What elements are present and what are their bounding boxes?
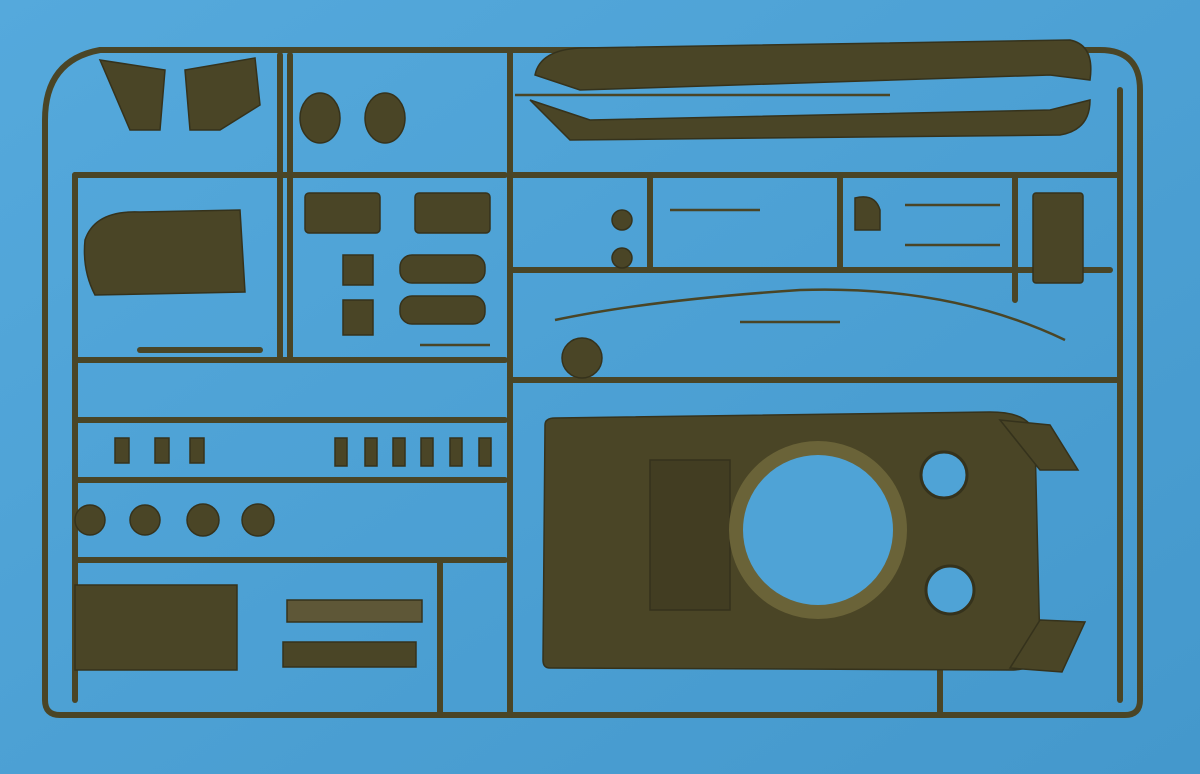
bedroll-part (399, 254, 486, 284)
turret-ring-part (561, 337, 603, 379)
sprue-frame (42, 47, 1143, 718)
plate-part (74, 584, 238, 671)
fender-part-right (184, 57, 261, 131)
plate-part (282, 641, 417, 668)
knob-part (186, 503, 220, 537)
stowage-box-part (414, 192, 491, 234)
fender-long-part (529, 99, 1091, 141)
knob-part (74, 504, 106, 536)
fender-part-left (98, 59, 166, 131)
small-part (611, 247, 633, 269)
box-part (342, 299, 374, 336)
knob-part (129, 504, 161, 536)
stowage-box-part (304, 192, 381, 234)
small-rect-parts (114, 437, 492, 467)
hatch-opening (919, 450, 969, 500)
turret-ring-opening (729, 441, 907, 619)
small-part (611, 209, 633, 231)
bedroll-part (399, 295, 486, 325)
box-part (1032, 192, 1084, 284)
fender-long-part (534, 39, 1092, 91)
hull-corner-part (998, 419, 1080, 471)
hull-corner-part (1008, 619, 1087, 673)
thin-sprue-wires (420, 93, 1066, 347)
knob-part (241, 503, 275, 537)
small-part (854, 196, 881, 231)
hull-front-part (83, 209, 246, 296)
hatch-part (364, 92, 406, 144)
box-part (342, 254, 374, 286)
hatch-part (299, 92, 341, 144)
plate-part (286, 599, 423, 623)
engine-deck-grill (649, 459, 731, 611)
hatch-opening (924, 564, 976, 616)
